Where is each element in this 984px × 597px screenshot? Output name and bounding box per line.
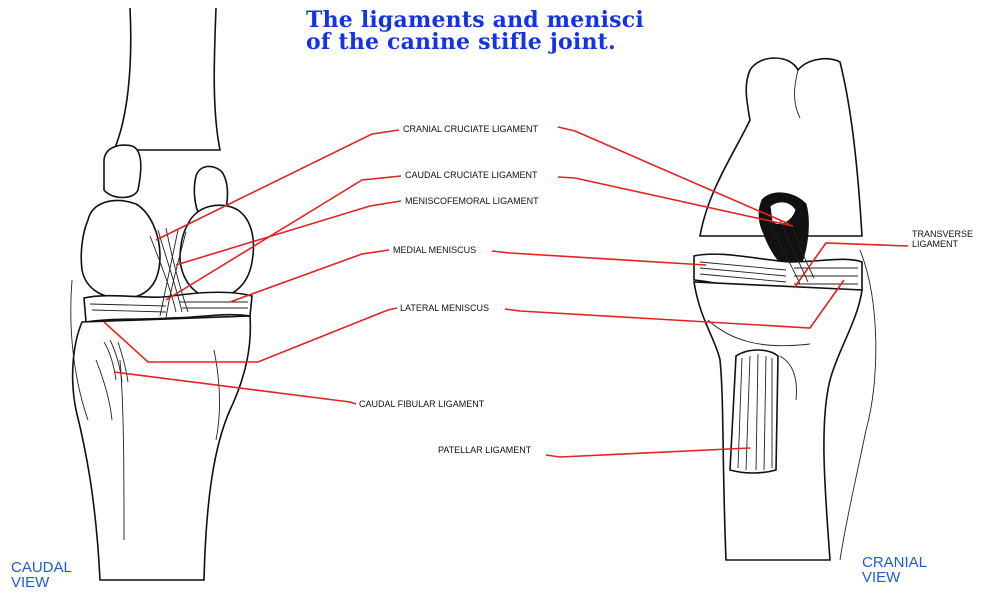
label-transverse-line-2: LIGAMENT [912, 239, 973, 249]
leader-medial-meniscus-cranial [492, 251, 706, 265]
label-medial-meniscus: MEDIAL MENISCUS [393, 245, 476, 255]
label-caudal-fibular-ligament: CAUDAL FIBULAR LIGAMENT [359, 399, 484, 409]
caudal-femur-shaft [114, 8, 220, 150]
caudal-view-line-1: CAUDAL [11, 560, 72, 575]
label-lateral-meniscus: LATERAL MENISCUS [400, 303, 489, 313]
caudal-tibia [73, 316, 251, 580]
cranial-view-illustration [694, 58, 876, 560]
title-line-1: The ligaments and menisci [306, 9, 644, 31]
label-transverse-ligament: TRANSVERSE LIGAMENT [912, 229, 973, 249]
label-patellar-ligament: PATELLAR LIGAMENT [438, 445, 531, 455]
leader-medial-meniscus-caudal [230, 250, 389, 302]
cranial-view-line-1: CRANIAL [862, 555, 927, 570]
cranial-view-label: CRANIAL VIEW [862, 555, 927, 585]
label-caudal-cruciate-ligament: CAUDAL CRUCIATE LIGAMENT [405, 170, 538, 180]
caudal-sesamoid-left [104, 145, 141, 197]
caudal-view-line-2: VIEW [11, 575, 72, 590]
title-line-2: of the canine stifle joint. [306, 31, 644, 53]
caudal-view-label: CAUDAL VIEW [11, 560, 72, 590]
cranial-patellar-ligament-shape [730, 350, 778, 473]
label-transverse-line-1: TRANSVERSE [912, 229, 973, 239]
cranial-tibia [694, 282, 862, 560]
diagram-title: The ligaments and menisci of the canine … [306, 9, 644, 53]
label-cranial-cruciate-ligament: CRANIAL CRUCIATE LIGAMENT [403, 124, 538, 134]
caudal-view-illustration [71, 8, 254, 580]
cranial-view-line-2: VIEW [862, 570, 927, 585]
leader-patellar [546, 448, 750, 457]
caudal-medial-condyle [81, 201, 160, 299]
label-meniscofemoral-ligament: MENISCOFEMORAL LIGAMENT [405, 196, 539, 206]
